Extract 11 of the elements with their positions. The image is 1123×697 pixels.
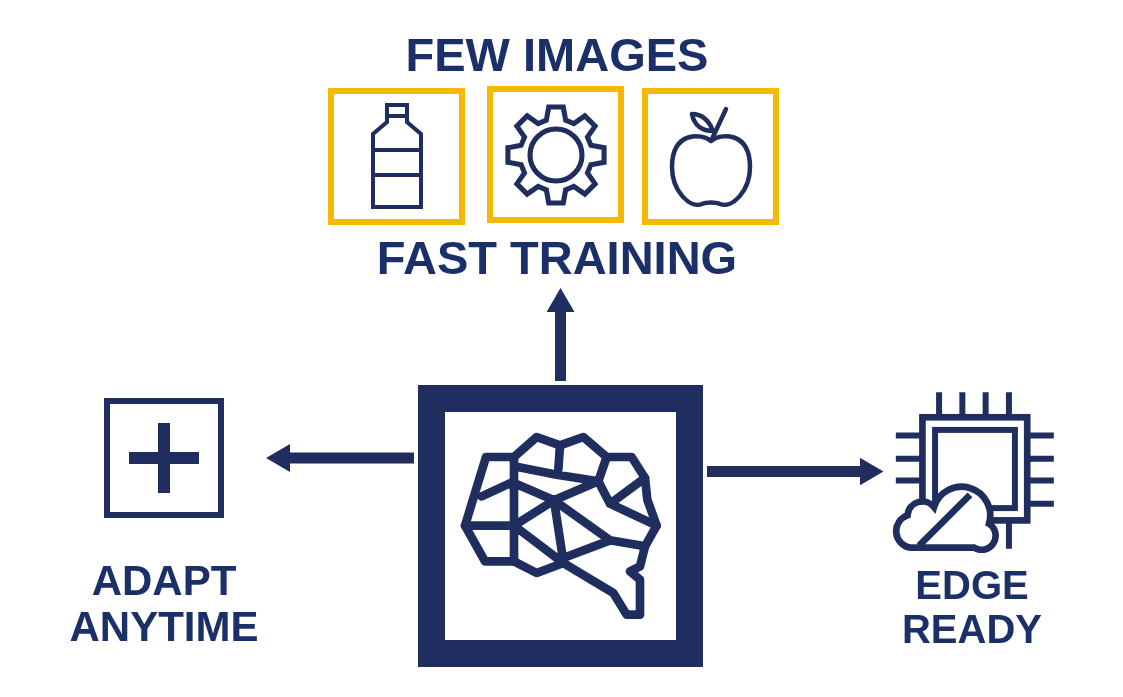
- arrow: [266, 444, 414, 472]
- arrow: [546, 288, 575, 381]
- heading-text: FAST TRAINING: [376, 232, 738, 284]
- arrow: [707, 457, 884, 486]
- caption-text: EDGE READY: [901, 563, 1043, 651]
- image-frame: [642, 88, 779, 225]
- caption-text: ADAPT ANYTIME: [68, 558, 260, 650]
- image-frame: [487, 86, 624, 223]
- heading-text: FEW IMAGES: [405, 29, 709, 81]
- picture-frame: [418, 385, 703, 667]
- image-frame: [328, 88, 465, 225]
